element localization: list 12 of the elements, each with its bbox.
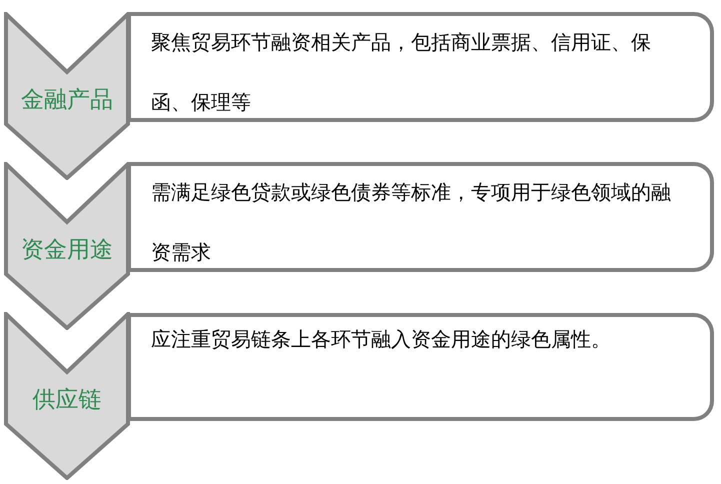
description-box	[128, 313, 714, 421]
description-text: 应注重贸易链条上各环节融入资金用途的绿色属性。	[151, 326, 612, 353]
description-box	[128, 12, 714, 122]
stage-label: 金融产品	[20, 86, 114, 115]
chevron-shape	[4, 312, 130, 480]
description-box	[128, 162, 714, 272]
chevron-shape	[4, 12, 130, 180]
chevron-shape	[4, 162, 130, 330]
stage-label: 供应链	[32, 386, 102, 415]
description-text: 聚焦贸易环节融资相关产品，包括商业票据、信用证、保函、保理等	[151, 29, 652, 116]
description-text: 需满足绿色贷款或绿色债券等标准，专项用于绿色领域的融资需求	[151, 179, 672, 266]
stage-label: 资金用途	[20, 236, 114, 265]
